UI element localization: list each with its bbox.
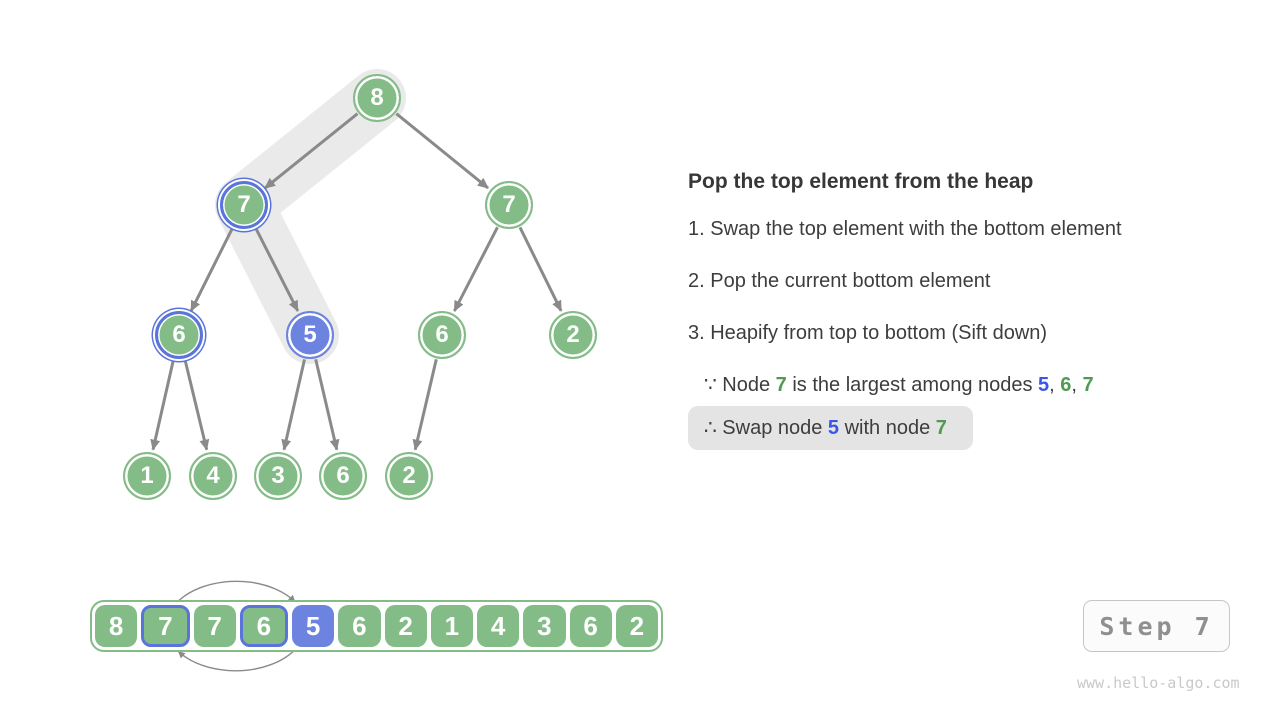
panel-title: Pop the top element from the heap xyxy=(688,170,1034,193)
because-text: is the largest among nodes xyxy=(786,374,1039,396)
tree-node-8: 4 xyxy=(189,452,237,500)
array-cell-2: 7 xyxy=(193,605,236,647)
therefore-node-7: 7 xyxy=(935,417,947,439)
tree-node-7: 1 xyxy=(123,452,171,500)
tree-node-6: 2 xyxy=(549,311,597,359)
tree-node-3: 6 xyxy=(155,311,203,359)
heap-array: 8 7 7 6 5 6 2 1 4 3 6 2 xyxy=(90,600,663,652)
array-cell-5: 6 xyxy=(338,605,381,647)
array-cell-10: 6 xyxy=(569,605,612,647)
array-cell-11: 2 xyxy=(615,605,658,647)
tree-node-9: 3 xyxy=(254,452,302,500)
therefore-text: with node xyxy=(839,417,936,439)
tree-node-2: 7 xyxy=(485,181,533,229)
array-cell-4: 5 xyxy=(292,605,335,647)
therefore-highlight-box: ∴ Swap node 5 with node 7 xyxy=(688,406,973,450)
because-node-7b: 7 xyxy=(1082,374,1094,396)
therefore-text: ∴ Swap node xyxy=(704,417,828,439)
step-instruction-2: 2. Pop the current bottom element xyxy=(688,270,991,292)
tree-node-4: 5 xyxy=(286,311,334,359)
tree-node-1: 7 xyxy=(220,181,268,229)
tree-edges xyxy=(150,112,563,451)
therefore-node-5: 5 xyxy=(827,417,840,439)
tree-node-11: 2 xyxy=(385,452,433,500)
array-cell-3: 6 xyxy=(239,605,288,647)
because-separator: , xyxy=(1049,374,1061,396)
array-cell-9: 3 xyxy=(523,605,566,647)
array-cell-6: 2 xyxy=(384,605,427,647)
because-node-6: 6 xyxy=(1060,374,1072,396)
tree-node-5: 6 xyxy=(418,311,466,359)
array-cell-1: 7 xyxy=(141,605,190,647)
array-cell-7: 1 xyxy=(430,605,473,647)
because-note: ∵ Node 7 is the largest among nodes 5, 6… xyxy=(704,372,1094,397)
array-cell-0: 8 xyxy=(95,605,138,647)
because-node-7: 7 xyxy=(775,374,787,396)
tree-node-0: 8 xyxy=(353,74,401,122)
because-text: ∵ Node xyxy=(704,374,776,396)
site-watermark: www.hello-algo.com xyxy=(1077,674,1240,692)
array-cell-8: 4 xyxy=(477,605,520,647)
because-separator: , xyxy=(1071,374,1083,396)
step-instruction-1: 1. Swap the top element with the bottom … xyxy=(688,218,1122,240)
because-node-5: 5 xyxy=(1038,374,1050,396)
step-counter-button[interactable]: Step 7 xyxy=(1083,600,1230,652)
step-instruction-3: 3. Heapify from top to bottom (Sift down… xyxy=(688,322,1048,344)
tree-node-10: 6 xyxy=(319,452,367,500)
